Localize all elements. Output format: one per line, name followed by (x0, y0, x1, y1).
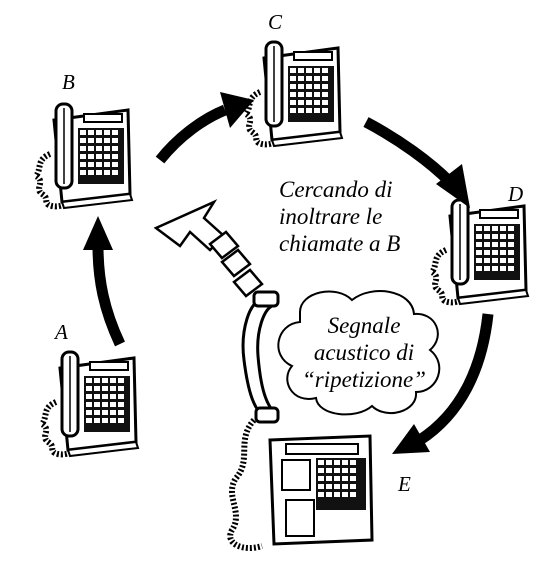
phone-d-icon (432, 200, 528, 304)
label-c: C (268, 10, 283, 34)
phone-b-icon (36, 104, 132, 208)
arrow-d-to-e (392, 313, 494, 454)
label-a: A (55, 320, 68, 344)
phone-e-icon (227, 290, 374, 551)
return-to-b-arrow (153, 199, 264, 298)
label-d: D (508, 182, 524, 206)
forwarding-caption-line-3: chiamate a B (279, 231, 401, 256)
signal-caption-line-3: “ripetizione” (302, 367, 426, 392)
label-e: E (398, 472, 411, 496)
forwarding-caption-line-2: inoltrare le (279, 204, 383, 229)
arrow-c-to-d (363, 117, 470, 208)
label-b: B (62, 70, 75, 94)
phone-c-icon (246, 42, 342, 146)
signal-caption: Segnale acustico di “ripetizione” (284, 312, 444, 393)
forwarding-caption-line-1: Cercando di (279, 177, 393, 202)
signal-caption-line-2: acustico di (313, 340, 415, 365)
arrow-b-to-c (155, 92, 254, 164)
signal-cloud (277, 290, 441, 416)
arrow-a-to-b (83, 216, 125, 347)
signal-caption-line-1: Segnale (327, 313, 401, 338)
phone-a-icon (42, 352, 138, 456)
forwarding-caption: Cercando di inoltrare le chiamate a B (279, 176, 400, 257)
